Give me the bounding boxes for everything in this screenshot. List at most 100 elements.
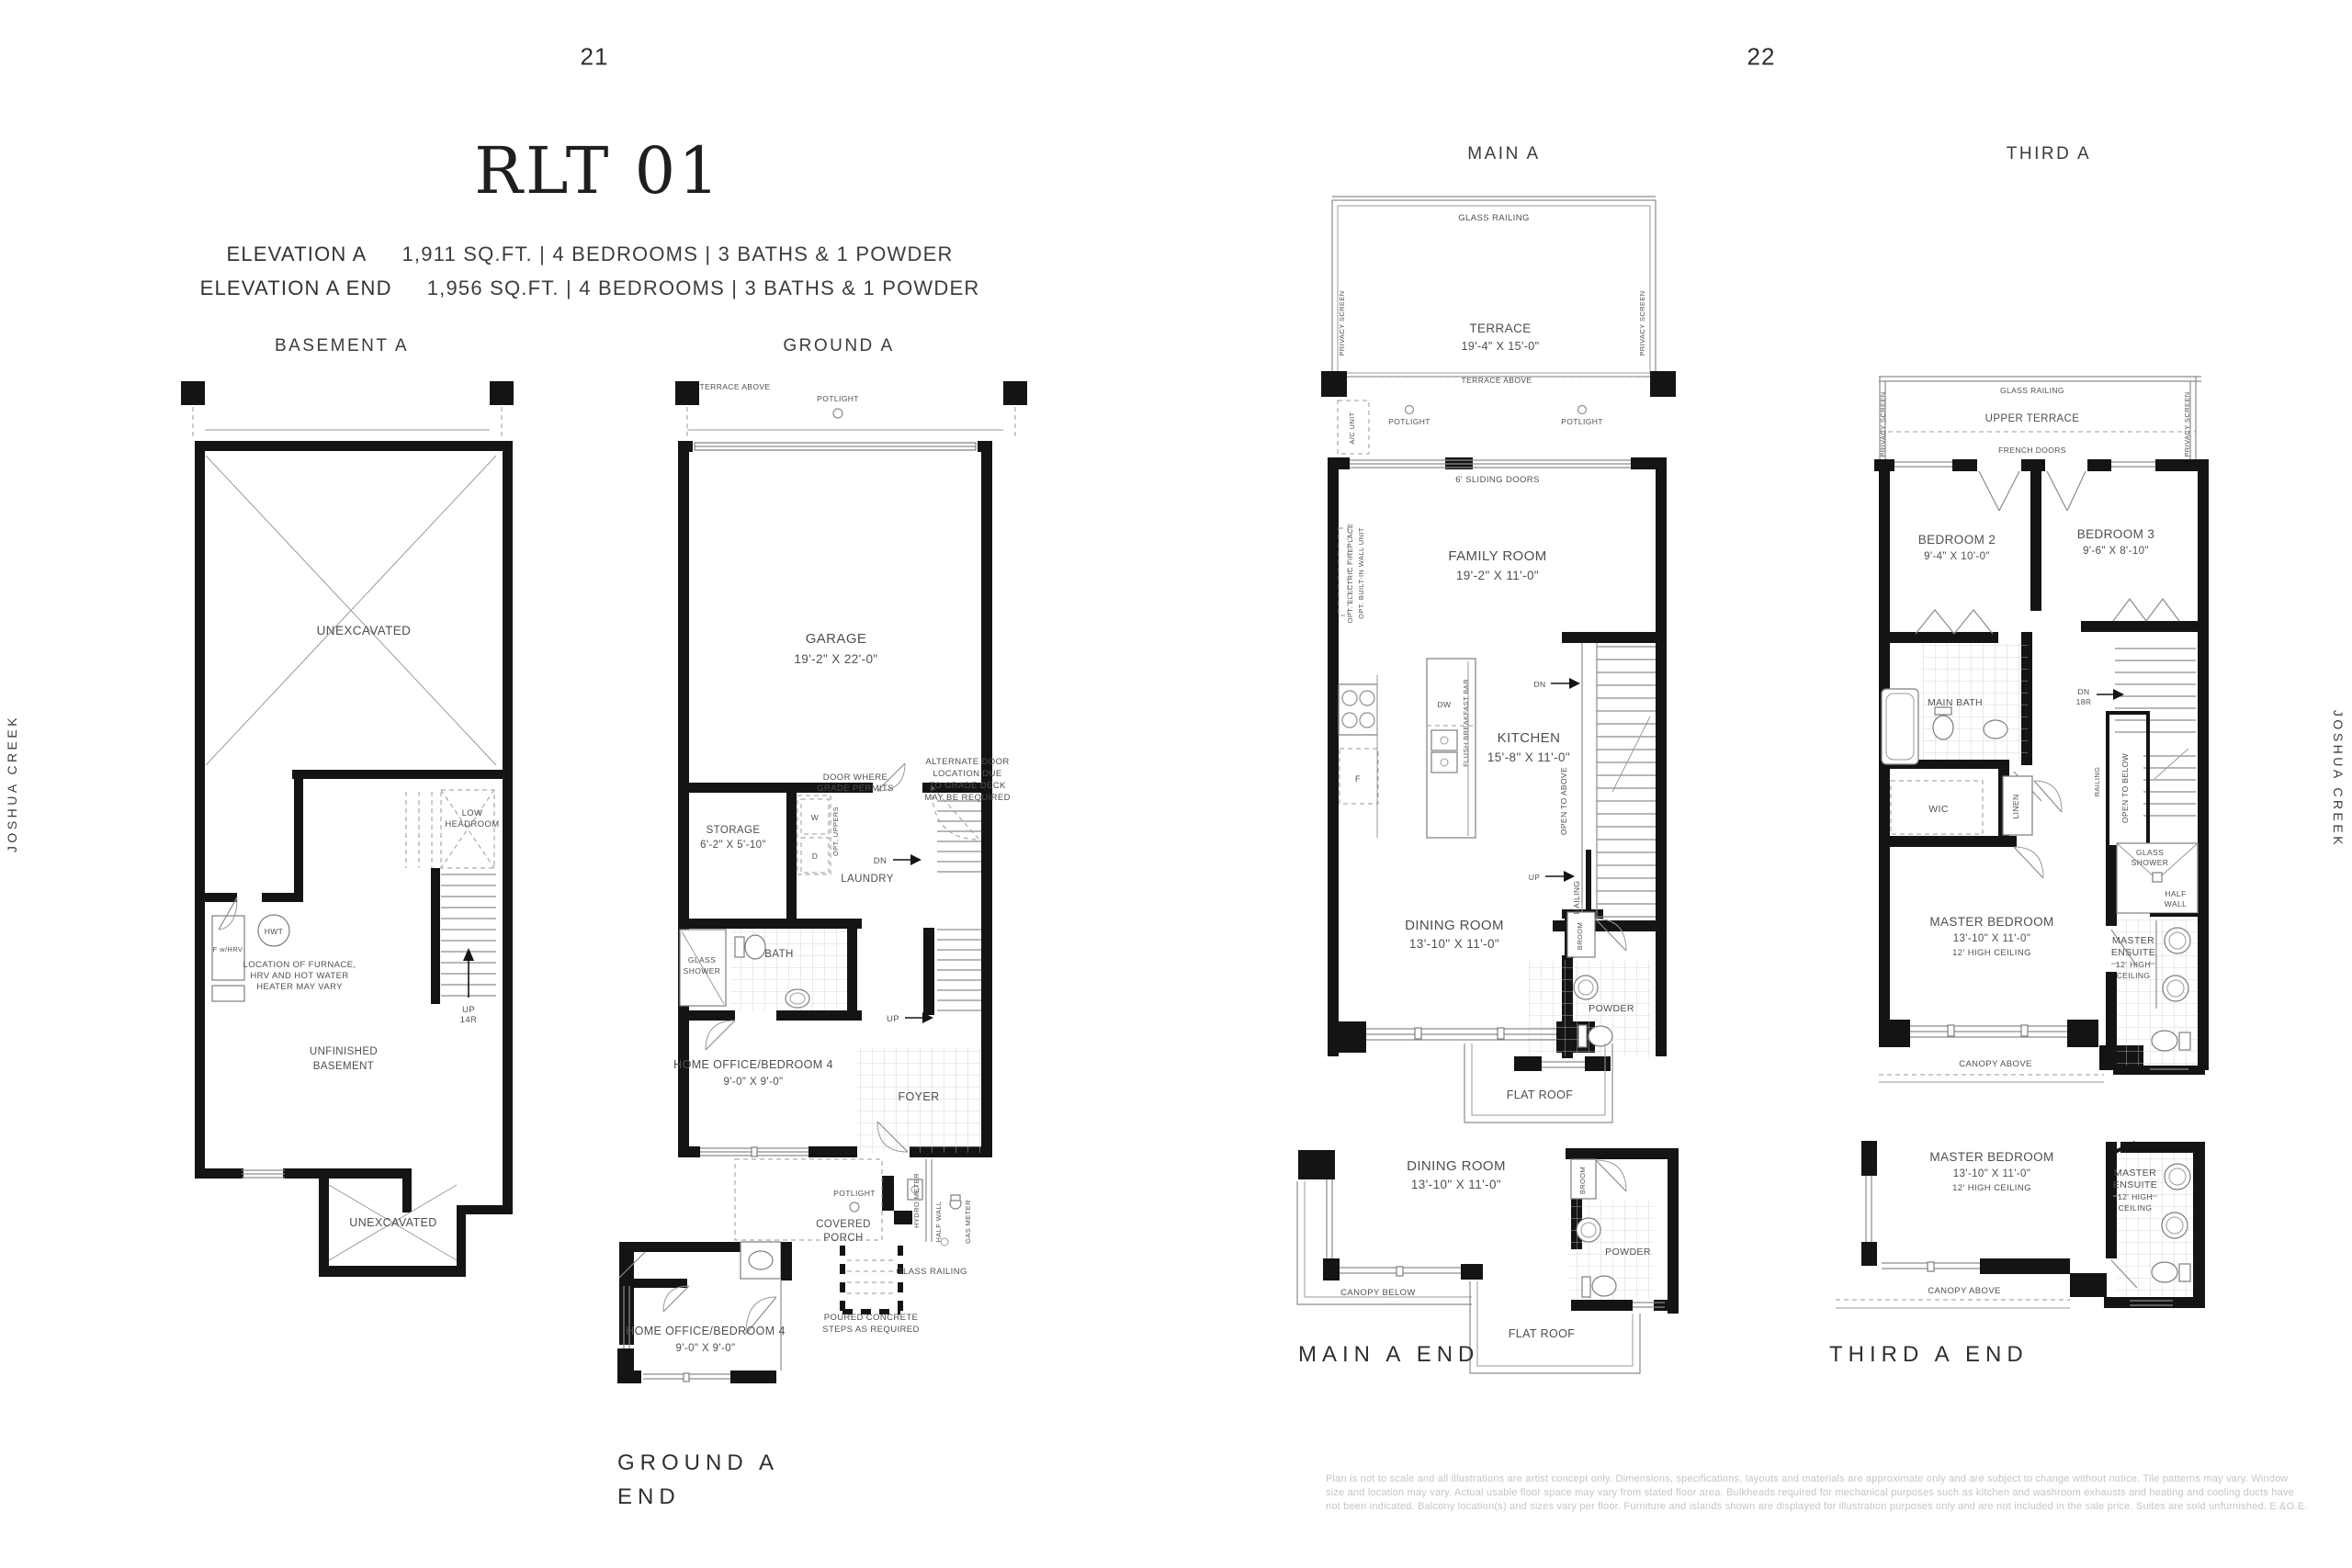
gas-meter-label: GAS METER <box>964 1200 972 1244</box>
dn-risers-label: 18R <box>2076 697 2092 706</box>
covered-porch-2: PORCH <box>823 1233 864 1244</box>
door-grade-1: DOOR WHERE <box>823 773 888 783</box>
plan-basement-a: UNEXCAVATED LOW HEADROOM F w/HRV HWT LOC… <box>181 381 514 1277</box>
elevation-a-end-name: ELEVATION A END <box>199 276 392 299</box>
garage-dim: 19'-2" X 22'-0" <box>794 652 877 666</box>
end-home-office-label: HOME OFFICE/BEDROOM 4 <box>626 1325 786 1337</box>
basement-stairs <box>405 789 496 998</box>
dining-dim: 13'-10" X 11'-0" <box>1409 937 1499 951</box>
third-stairs <box>2097 648 2196 869</box>
canopy-above-label: CANOPY ABOVE <box>1959 1059 2032 1069</box>
ground-end-labels: HOME OFFICE/BEDROOM 4 9'-0" X 9'-0" <box>626 1325 786 1354</box>
alt-door-2: LOCATION DUE <box>933 769 1001 779</box>
plan-third-a-end: MASTER BEDROOM 13'-10" X 11'-0" 12' HIGH… <box>1836 1141 2205 1309</box>
dn-label: DN <box>1533 680 1545 689</box>
alt-door-1: ALTERNATE DOOR <box>925 757 1009 767</box>
third-master-window <box>1879 1024 2104 1083</box>
basement-unexcavated-x <box>205 455 497 1261</box>
up-risers-label: 14R <box>460 1015 478 1025</box>
linen-label: LINEN <box>2011 794 2020 818</box>
glass-shower-2: SHOWER <box>2132 858 2169 867</box>
main-end-powder <box>1568 1158 1665 1308</box>
bedroom2-dim: 9'-4" X 10'-0" <box>1924 551 1990 562</box>
basement-walls <box>181 381 514 1277</box>
plan-ground-a: TERRACE ABOVE POTLIGHT GARAGE 19'-2" X 2… <box>673 381 1027 1335</box>
railing-label: RAILING <box>2093 767 2101 797</box>
glass-shower-1: GLASS <box>2136 848 2164 857</box>
third-a-end-title: THIRD A END <box>1829 1342 2029 1367</box>
brand-label-right: JOSHUA CREEK <box>2331 709 2346 849</box>
low-headroom-label-2: HEADROOM <box>445 819 499 829</box>
french-doors-label: FRENCH DOORS <box>1998 446 2066 455</box>
privacy-screen-right: PRIVACY SCREEN <box>2183 391 2191 457</box>
disclaimer-line-2: size and location may vary. Actual usabl… <box>1326 1487 2294 1498</box>
main-kitchen <box>1338 527 1476 839</box>
garage-label: GARAGE <box>806 631 867 647</box>
main-end-walls <box>1296 1148 1679 1314</box>
storage-label: STORAGE <box>707 825 761 836</box>
main-flat-roof <box>1464 1043 1613 1123</box>
glass-railing-label: GLASS RAILING <box>896 1267 967 1277</box>
main-a-title: MAIN A <box>1467 144 1541 164</box>
elevation-a-end-specs: 1,956 SQ.FT. | 4 BEDROOMS | 3 BATHS & 1 … <box>426 276 980 299</box>
ground-stairs <box>893 785 981 1023</box>
kitchen-label: KITCHEN <box>1498 730 1561 746</box>
up-label: UP <box>887 1014 899 1024</box>
main-end-flat-roof <box>1469 1281 1641 1374</box>
dryer-label: D <box>812 852 819 861</box>
canopy-above-label: CANOPY ABOVE <box>1928 1286 2001 1296</box>
main-walls <box>1328 457 1667 1071</box>
washer-label: W <box>811 813 819 822</box>
basement-fixtures <box>211 897 290 1002</box>
plan-third-a: GLASS RAILING UPPER TERRACE FRENCH DOORS… <box>1874 376 2209 1083</box>
third-terrace <box>1879 376 2201 462</box>
potlight-right: POTLIGHT <box>1561 417 1603 426</box>
third-end-walls <box>1836 1141 2205 1309</box>
flat-roof-label: FLAT ROOF <box>1507 1089 1574 1101</box>
page-number-left: 21 <box>580 42 609 71</box>
unfinished-basement-1: UNFINISHED <box>310 1046 378 1057</box>
master-label: MASTER BEDROOM <box>1929 915 2053 929</box>
railing-label: RAILING <box>1572 881 1581 915</box>
fridge-label: F <box>1355 774 1361 784</box>
ground-porch <box>734 1158 962 1314</box>
ensuite-2: ENSUITE <box>2111 947 2155 958</box>
dw-label: DW <box>1438 700 1452 709</box>
poured-1: POURED CONCRETE <box>824 1313 919 1323</box>
dining-label: DINING ROOM <box>1407 1158 1506 1174</box>
alt-door-4: MAY BE REQUIRED <box>924 793 1011 803</box>
furnace-note-1: LOCATION OF FURNACE, <box>243 960 356 970</box>
disclaimer-line-1: Plan is not to scale and all illustratio… <box>1326 1473 2289 1484</box>
glass-shower-2: SHOWER <box>684 966 721 976</box>
page-title: RLT 01 <box>474 133 722 209</box>
ensuite-2: ENSUITE <box>2113 1179 2157 1190</box>
main-end-labels: DINING ROOM 13'-10" X 11'-0" BROOM POWDE… <box>1340 1158 1650 1340</box>
half-wall-label: HALF WALL <box>934 1201 943 1242</box>
main-terrace <box>1321 196 1676 455</box>
terrace-dim: 19'-4" X 15'-0" <box>1462 340 1540 353</box>
ground-foyer <box>705 1020 981 1153</box>
alt-door-3: TO GRADE DECK <box>929 781 1006 791</box>
home-office-label: HOME OFFICE/BEDROOM 4 <box>673 1058 833 1071</box>
third-wic-linen <box>1890 775 2063 879</box>
ensuite-3: 12' HIGH <box>2118 1192 2153 1201</box>
opt-uppers-label: OPT. UPPERS <box>831 807 840 856</box>
unexcavated-small-label: UNEXCAVATED <box>349 1216 436 1229</box>
ensuite-1: MASTER <box>2114 1168 2156 1179</box>
main-powder <box>1529 911 1651 1068</box>
half-wall-2: WALL <box>2165 899 2187 908</box>
poured-2: STEPS AS REQUIRED <box>822 1325 920 1335</box>
master-dim: 13'-10" X 11'-0" <box>1953 933 2031 944</box>
upper-terrace-label: UPPER TERRACE <box>1985 413 2080 424</box>
privacy-screen-right: PRIVACY SCREEN <box>1638 290 1646 355</box>
terrace-above-label: TERRACE ABOVE <box>700 382 771 391</box>
bath-label: BATH <box>764 949 793 960</box>
third-main-bath <box>1881 643 2042 802</box>
ground-a-end-title-1: GROUND A <box>617 1450 780 1475</box>
basement-a-title: BASEMENT A <box>274 336 410 355</box>
flush-bar-label: FLUSH BREAKFAST BAR <box>1462 679 1470 767</box>
master-label: MASTER BEDROOM <box>1929 1150 2053 1164</box>
master-ceiling: 12' HIGH CEILING <box>1952 948 2031 958</box>
open-to-above-label: OPEN TO ABOVE <box>1559 767 1568 835</box>
